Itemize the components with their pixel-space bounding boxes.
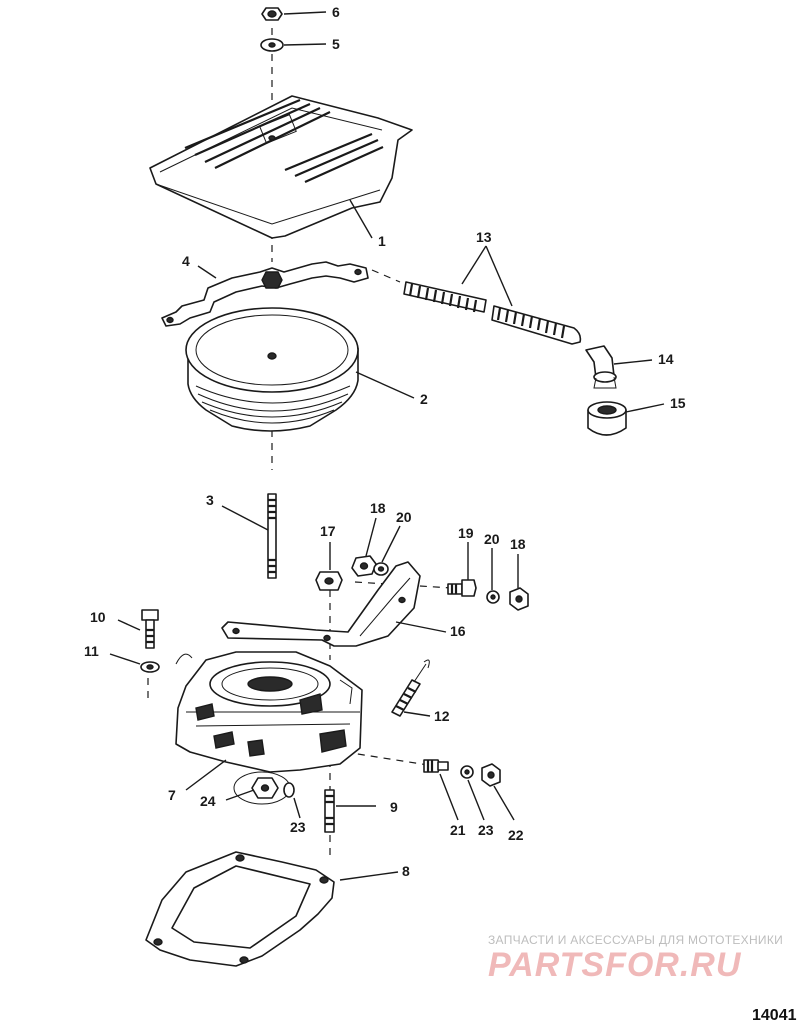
- part-20-washer-right: [486, 590, 500, 604]
- callout-13: 13: [476, 229, 492, 245]
- callout-10: 10: [90, 609, 106, 625]
- callout-14: 14: [658, 351, 674, 367]
- part-15-grommet: [587, 401, 627, 436]
- callout-16: 16: [450, 623, 466, 639]
- part-4-bracket: [161, 261, 369, 327]
- part-20-washer-upper: [373, 562, 389, 576]
- part-3-stud: [267, 493, 277, 579]
- callout-labels: 6 5 1 4 13 14 2 15 3 18 20 17 19 20 18 1…: [84, 4, 686, 879]
- part-23-washer-left: [283, 782, 295, 798]
- callout-6: 6: [332, 4, 340, 20]
- callout-4: 4: [182, 253, 190, 269]
- callout-1: 1: [378, 233, 386, 249]
- callout-24: 24: [200, 793, 216, 809]
- watermark: ЗАПЧАСТИ И АКСЕССУАРЫ ДЛЯ МОТОТЕХНИКИ PA…: [488, 933, 783, 984]
- callout-12: 12: [434, 708, 450, 724]
- callout-18-right: 18: [510, 536, 526, 552]
- part-17-nut: [315, 571, 343, 591]
- part-9-stud: [324, 789, 335, 833]
- callout-23-right: 23: [478, 822, 494, 838]
- part-14-elbow-fitting: [585, 345, 617, 389]
- callout-21: 21: [450, 822, 466, 838]
- callout-11: 11: [84, 643, 99, 659]
- part-1-air-cleaner-cover: [149, 95, 413, 239]
- callout-18-upper: 18: [370, 500, 386, 516]
- callout-19: 19: [458, 525, 474, 541]
- callout-5: 5: [332, 36, 340, 52]
- callout-20-right: 20: [484, 531, 500, 547]
- part-18-nut-upper: [351, 555, 377, 577]
- watermark-logo: PARTSFOR.RU: [488, 946, 742, 984]
- callout-3: 3: [206, 492, 214, 508]
- part-12-spring: [391, 659, 430, 717]
- part-18-nut-right: [509, 587, 529, 611]
- callout-17: 17: [320, 523, 336, 539]
- part-19-ball-stud: [447, 579, 477, 597]
- callout-9: 9: [390, 799, 398, 815]
- part-16-throttle-bracket: [221, 561, 421, 647]
- callout-2: 2: [420, 391, 428, 407]
- part-13-hoses: [403, 281, 582, 345]
- part-5-washer: [260, 38, 284, 52]
- figure-number: 14041: [752, 1007, 797, 1024]
- part-21-fitting: [423, 759, 449, 773]
- callout-8: 8: [402, 863, 410, 879]
- part-10-bolt: [141, 609, 159, 649]
- part-11-lock-washer: [140, 661, 160, 673]
- part-7-carburetor: [175, 651, 363, 773]
- callout-20-upper: 20: [396, 509, 412, 525]
- part-2-air-filter: [185, 307, 359, 432]
- part-8-gasket: [145, 851, 335, 967]
- callout-7: 7: [168, 787, 176, 803]
- callout-22: 22: [508, 827, 524, 843]
- leader-lines: [109, 11, 665, 881]
- watermark-tagline: ЗАПЧАСТИ И АКСЕССУАРЫ ДЛЯ МОТОТЕХНИКИ: [488, 933, 783, 947]
- part-22-nut: [481, 763, 501, 787]
- part-6-nut: [261, 7, 283, 21]
- callout-15: 15: [670, 395, 686, 411]
- part-24-nut: [233, 771, 291, 805]
- part-23-washer-right: [460, 765, 474, 779]
- callout-23-left: 23: [290, 819, 306, 835]
